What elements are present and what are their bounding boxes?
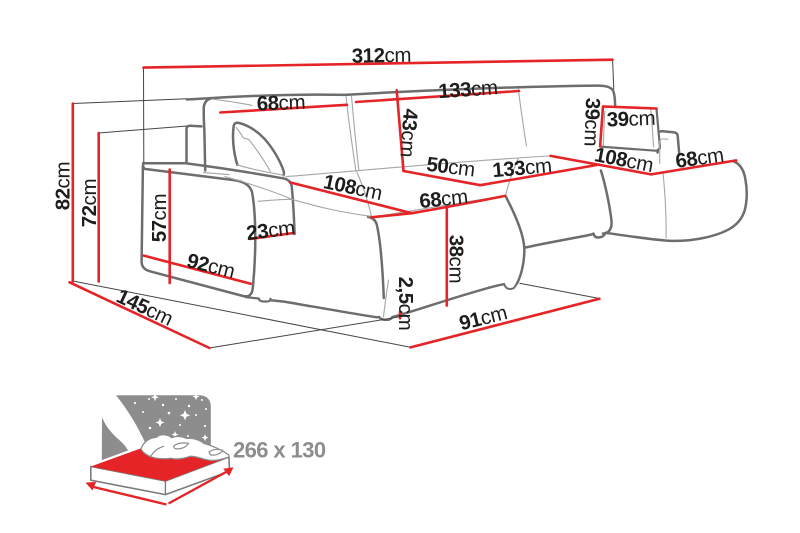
svg-text:266 x 130: 266 x 130 <box>233 438 326 463</box>
svg-text:312cm: 312cm <box>352 44 412 68</box>
svg-text:23cm: 23cm <box>245 216 296 245</box>
svg-text:82cm: 82cm <box>52 162 75 211</box>
svg-text:2,5cm: 2,5cm <box>394 277 417 331</box>
svg-text:68cm: 68cm <box>256 91 305 116</box>
svg-text:68cm: 68cm <box>674 143 725 173</box>
svg-text:133cm: 133cm <box>491 154 552 182</box>
svg-text:72cm: 72cm <box>78 179 101 228</box>
svg-text:57cm: 57cm <box>148 194 171 243</box>
svg-text:68cm: 68cm <box>418 185 469 213</box>
svg-text:50cm: 50cm <box>425 153 476 182</box>
svg-text:91cm: 91cm <box>457 301 510 335</box>
svg-text:108cm: 108cm <box>592 143 655 177</box>
svg-text:133cm: 133cm <box>438 76 499 103</box>
svg-text:43cm: 43cm <box>395 108 421 158</box>
svg-text:92cm: 92cm <box>185 249 238 283</box>
svg-text:38cm: 38cm <box>444 235 467 284</box>
svg-text:39cm: 39cm <box>606 107 655 132</box>
svg-text:39cm: 39cm <box>579 97 604 146</box>
svg-text:108cm: 108cm <box>321 170 384 205</box>
